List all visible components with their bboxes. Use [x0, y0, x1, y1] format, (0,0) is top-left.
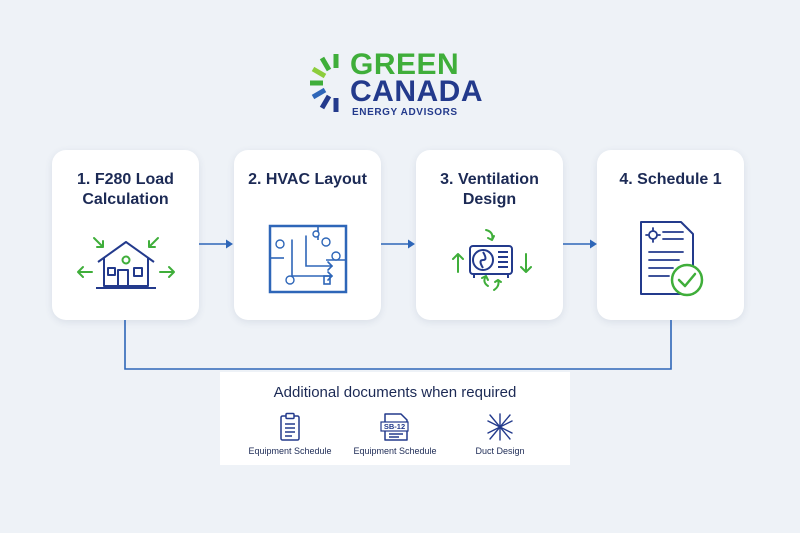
- step-card-4: 4. Schedule 1: [597, 150, 744, 320]
- green-canada-logo: GREEN CANADA ENERGY ADVISORS: [308, 50, 498, 125]
- sunburst-logo-icon: [310, 54, 339, 112]
- step-title: 1. F280 Load Calculation: [77, 171, 174, 208]
- logo-line-advisors: ENERGY ADVISORS: [352, 107, 458, 118]
- additional-doc-label: Equipment Schedule: [248, 446, 332, 456]
- additional-doc-item: Equipment Schedule: [235, 412, 345, 456]
- additional-documents-panel: Additional documents when required Equip…: [220, 372, 570, 465]
- connector-line: [124, 320, 672, 370]
- additional-documents-heading: Additional documents when required: [273, 384, 517, 401]
- step-card-3: 3. Ventilation Design: [416, 150, 563, 320]
- house-arrows-icon: [77, 237, 175, 289]
- step-title: 2. HVAC Layout: [248, 171, 367, 188]
- floor-plan-icon: [268, 224, 348, 294]
- logo-line-green: GREEN: [350, 48, 460, 81]
- logo-line-canada: CANADA: [350, 75, 483, 108]
- additional-doc-label: Equipment Schedule: [353, 446, 437, 456]
- clipboard-icon: [280, 412, 300, 441]
- additional-doc-label: Duct Design: [475, 446, 525, 456]
- additional-doc-item: Duct Design: [445, 412, 555, 456]
- additional-doc-item: SB-12 Equipment Schedule: [340, 412, 450, 456]
- arrow-right-icon: [381, 239, 415, 249]
- step-title: 4. Schedule 1: [619, 171, 722, 188]
- sb12-document-icon: SB-12: [380, 413, 409, 441]
- arrow-right-icon: [563, 239, 597, 249]
- checked-document-icon: [640, 221, 704, 297]
- arrow-right-icon: [199, 239, 233, 249]
- step-card-1: 1. F280 Load Calculation: [52, 150, 199, 320]
- step-card-2: 2. HVAC Layout: [234, 150, 381, 320]
- ventilation-unit-icon: [452, 229, 532, 291]
- snowflake-icon: [487, 413, 513, 441]
- sb12-badge: SB-12: [384, 422, 405, 431]
- step-title: 3. Ventilation Design: [440, 171, 539, 208]
